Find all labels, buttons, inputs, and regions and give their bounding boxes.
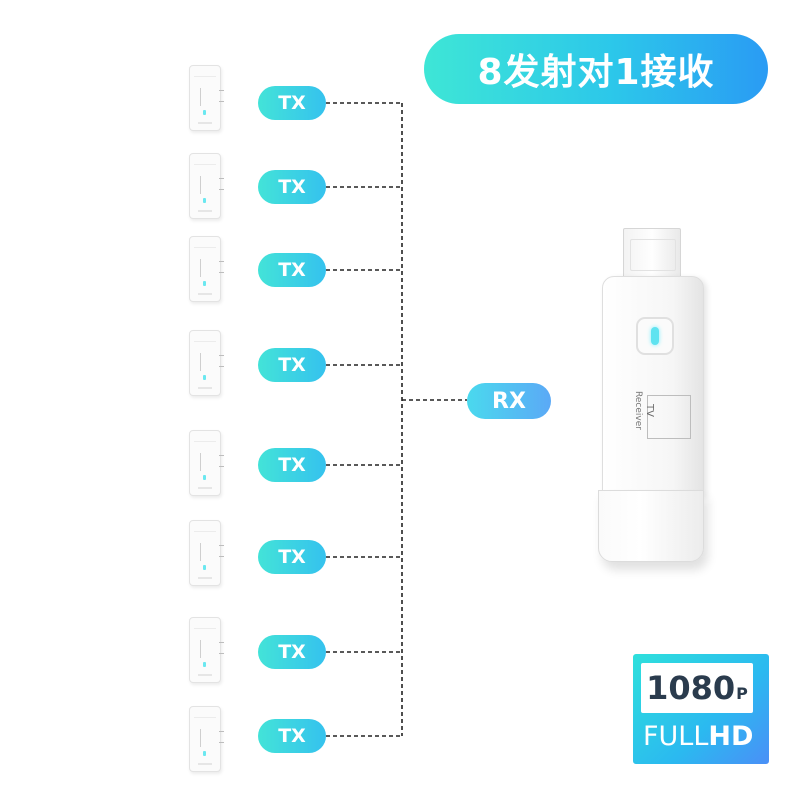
tx-badge: TX bbox=[258, 253, 326, 287]
led-indicator bbox=[203, 281, 206, 286]
tx-badge-label: TX bbox=[278, 546, 306, 568]
device-slot bbox=[200, 259, 201, 277]
device-cap bbox=[194, 618, 216, 629]
led-indicator bbox=[203, 110, 206, 115]
led-indicator bbox=[203, 475, 206, 480]
device-plug bbox=[219, 731, 224, 743]
tx-badge: TX bbox=[258, 540, 326, 574]
receiver-tv-label: TV bbox=[644, 404, 655, 417]
device-plug bbox=[219, 178, 224, 190]
device-cap bbox=[194, 431, 216, 442]
led-indicator bbox=[203, 662, 206, 667]
hd-label: HD bbox=[708, 721, 754, 752]
rx-badge-label: RX bbox=[492, 388, 526, 414]
device-plug bbox=[219, 355, 224, 367]
tx-device bbox=[189, 65, 224, 131]
tx-device bbox=[189, 706, 224, 772]
tx-badge-label: TX bbox=[278, 641, 306, 663]
device-slot bbox=[200, 176, 201, 194]
tx-device bbox=[189, 430, 224, 496]
tx-device bbox=[189, 236, 224, 302]
device-foot bbox=[198, 210, 212, 212]
device-slot bbox=[200, 453, 201, 471]
led-indicator bbox=[203, 198, 206, 203]
tx-badge-label: TX bbox=[278, 259, 306, 281]
led-indicator bbox=[651, 327, 659, 345]
tx-badge: TX bbox=[258, 170, 326, 204]
tx-badge-label: TX bbox=[278, 725, 306, 747]
fullhd-text: FULLHD bbox=[643, 720, 763, 754]
device-plug bbox=[219, 642, 224, 654]
resolution-box: 1080 P bbox=[641, 663, 753, 713]
pair-button bbox=[636, 317, 674, 355]
tx-badge: TX bbox=[258, 348, 326, 382]
device-foot bbox=[198, 122, 212, 124]
device-slot bbox=[200, 640, 201, 658]
resolution-suffix: P bbox=[736, 684, 748, 703]
title-text: 8发射对1接收 bbox=[477, 52, 715, 93]
tx-badge: TX bbox=[258, 719, 326, 753]
device-cap bbox=[194, 331, 216, 342]
device-slot bbox=[200, 543, 201, 561]
device-cap bbox=[194, 66, 216, 77]
tx-device bbox=[189, 330, 224, 396]
tx-device bbox=[189, 617, 224, 683]
tx-device bbox=[189, 520, 224, 586]
fullhd-badge: 1080 P FULLHD bbox=[633, 654, 769, 764]
device-slot bbox=[200, 353, 201, 371]
tx-badge-label: TX bbox=[278, 176, 306, 198]
device-plug bbox=[219, 261, 224, 273]
device-foot bbox=[198, 577, 212, 579]
resolution-number: 1080 bbox=[646, 669, 736, 707]
device-slot bbox=[200, 88, 201, 106]
led-indicator bbox=[203, 565, 206, 570]
receiver-device: TV Receiver bbox=[580, 228, 720, 573]
device-slot bbox=[200, 729, 201, 747]
device-foot bbox=[198, 487, 212, 489]
tx-badge: TX bbox=[258, 448, 326, 482]
tx-badge: TX bbox=[258, 635, 326, 669]
hdmi-plug bbox=[623, 228, 681, 282]
title-banner: 8发射对1接收 bbox=[424, 34, 768, 104]
tx-badge-label: TX bbox=[278, 354, 306, 376]
receiver-name-label: Receiver bbox=[633, 391, 643, 430]
led-indicator bbox=[203, 751, 206, 756]
tx-badge-label: TX bbox=[278, 454, 306, 476]
device-plug bbox=[219, 545, 224, 557]
device-foot bbox=[198, 387, 212, 389]
led-indicator bbox=[203, 375, 206, 380]
full-label: FULL bbox=[643, 721, 709, 752]
rx-badge: RX bbox=[467, 383, 551, 419]
device-cap bbox=[194, 237, 216, 248]
device-foot bbox=[198, 763, 212, 765]
device-foot bbox=[198, 674, 212, 676]
hdmi-plug-inner bbox=[630, 239, 676, 271]
receiver-cap bbox=[598, 490, 704, 562]
tx-badge-label: TX bbox=[278, 92, 306, 114]
receiver-body: TV Receiver bbox=[602, 276, 704, 496]
receiver-label-box bbox=[647, 395, 691, 439]
device-foot bbox=[198, 293, 212, 295]
device-cap bbox=[194, 521, 216, 532]
tx-device bbox=[189, 153, 224, 219]
device-cap bbox=[194, 707, 216, 718]
device-plug bbox=[219, 90, 224, 102]
device-plug bbox=[219, 455, 224, 467]
tx-badge: TX bbox=[258, 86, 326, 120]
device-cap bbox=[194, 154, 216, 165]
